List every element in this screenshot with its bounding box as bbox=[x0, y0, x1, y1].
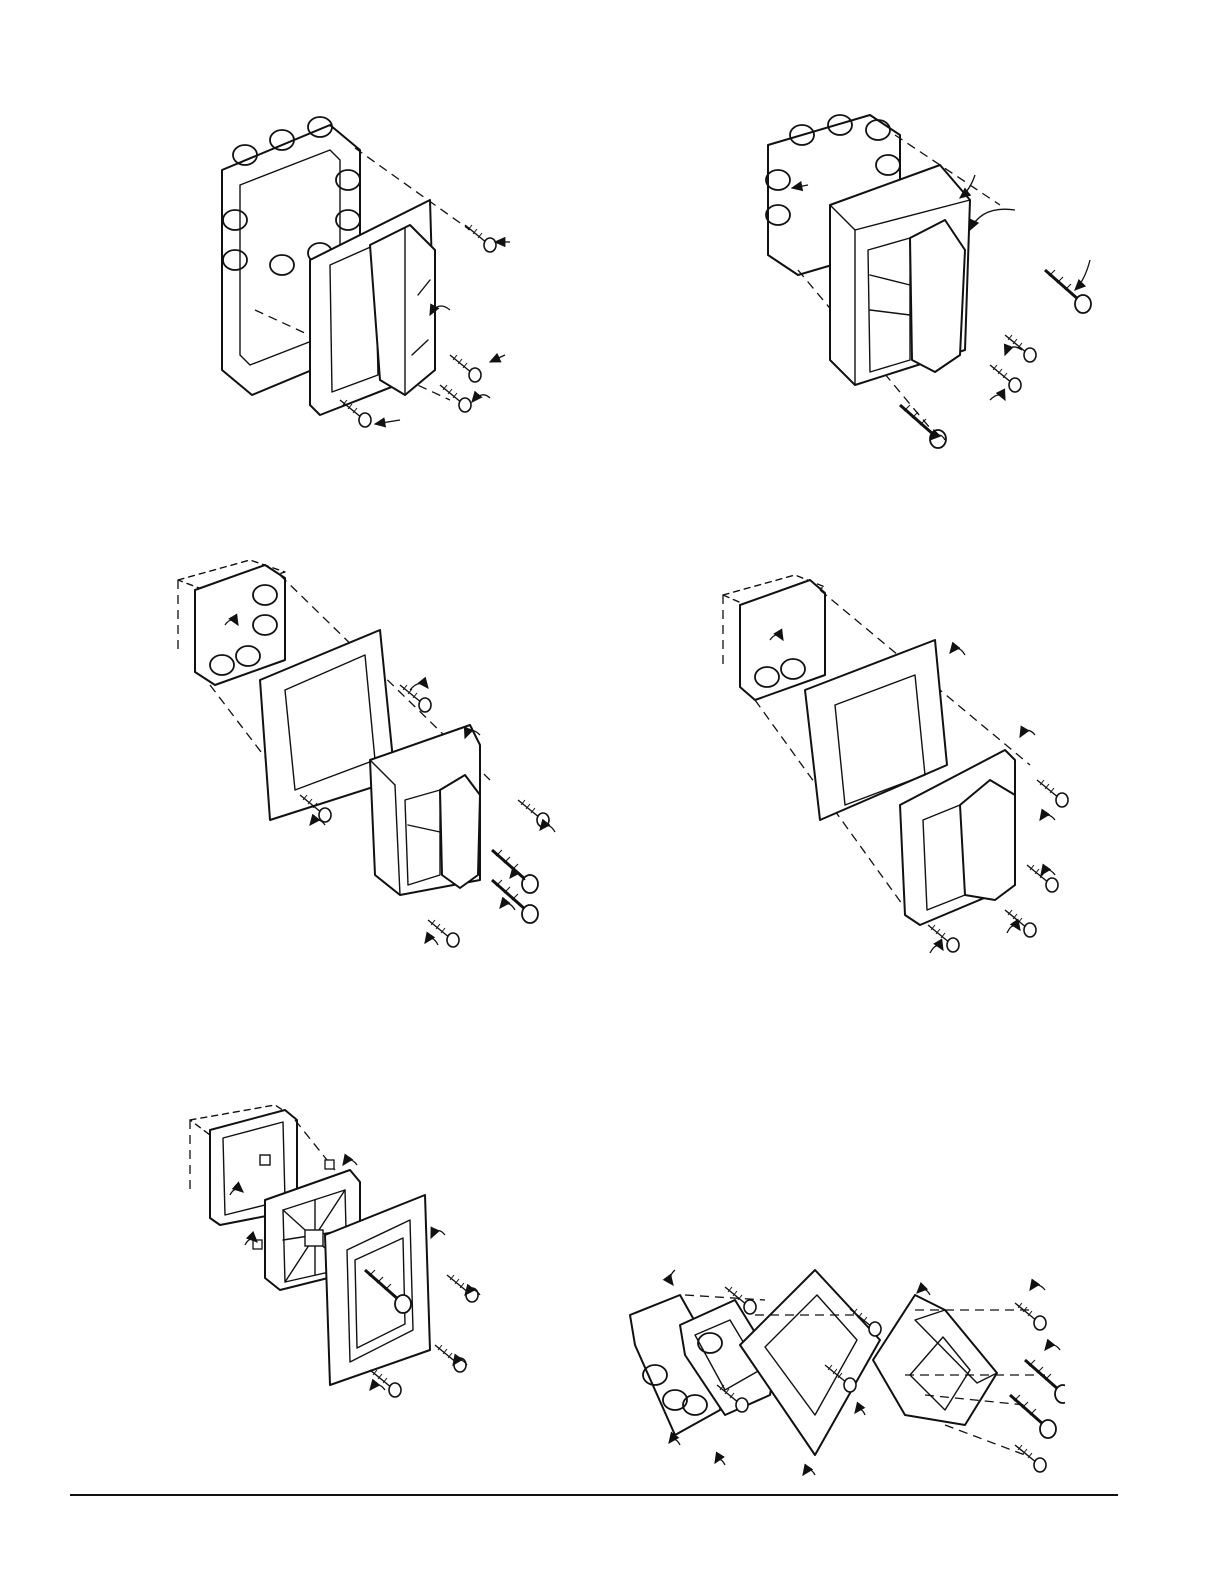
mounting-diagram-4in-box-flush bbox=[200, 110, 530, 440]
mounting-diagram-trim-plate-horn bbox=[170, 550, 570, 960]
footer-rule bbox=[70, 1494, 1118, 1496]
mounting-diagram-backbox-grille bbox=[185, 1100, 505, 1410]
mounting-diagram-4in-box-horn bbox=[760, 110, 1100, 470]
mounting-diagram-trim-plate-flush bbox=[715, 565, 1085, 965]
mounting-diagram-full-assembly bbox=[625, 1265, 1065, 1485]
